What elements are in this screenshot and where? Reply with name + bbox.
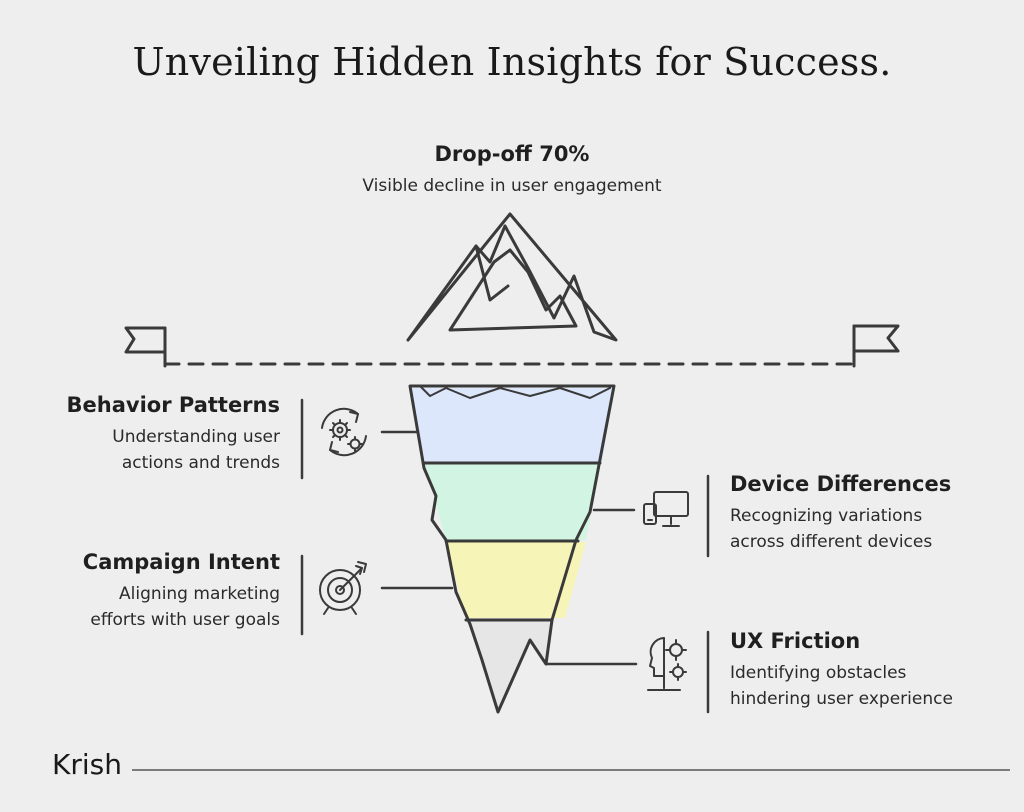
iceberg-layers <box>410 388 614 712</box>
target-arrow-icon <box>319 561 367 615</box>
layer-device <box>425 464 601 540</box>
campaign-intent-block: Campaign Intent Aligning marketing effor… <box>83 549 280 633</box>
drop-off-description: Visible decline in user engagement <box>362 176 662 196</box>
behavior-patterns-line1: Understanding user <box>112 427 280 447</box>
ux-friction-heading: UX Friction <box>730 629 861 653</box>
behavior-patterns-line2: actions and trends <box>121 453 280 473</box>
device-differences-block: Device Differences Recognizing variation… <box>730 471 951 555</box>
gears-cycle-icon <box>321 407 367 457</box>
behavior-patterns-block: Behavior Patterns Understanding user act… <box>67 392 280 476</box>
ux-friction-line2: hindering user experience <box>730 689 953 709</box>
campaign-intent-line1: Aligning marketing <box>119 584 280 604</box>
device-differences-heading: Device Differences <box>730 472 952 496</box>
device-differences-line2: across different devices <box>730 532 933 552</box>
author-signature: Krish <box>52 748 122 781</box>
device-differences-line1: Recognizing variations <box>730 506 923 526</box>
right-flag-icon <box>852 324 900 368</box>
layer-friction <box>466 620 554 712</box>
ux-friction-line1: Identifying obstacles <box>730 663 907 683</box>
layer-behavior <box>410 388 614 462</box>
behavior-patterns-heading: Behavior Patterns <box>66 393 280 417</box>
head-gear-icon <box>647 637 687 691</box>
layer-campaign <box>446 542 586 618</box>
page-title: Unveiling Hidden Insights for Success. <box>132 40 892 84</box>
iceberg-outline <box>408 384 616 714</box>
devices-icon <box>643 491 689 527</box>
campaign-intent-line2: efforts with user goals <box>90 610 280 630</box>
ux-friction-block: UX Friction Identifying obstacles hinder… <box>730 628 953 712</box>
left-flag-icon <box>124 326 167 368</box>
drop-off-heading: Drop-off 70% <box>434 142 590 166</box>
campaign-intent-heading: Campaign Intent <box>82 550 280 574</box>
mountain-icon <box>406 212 618 342</box>
